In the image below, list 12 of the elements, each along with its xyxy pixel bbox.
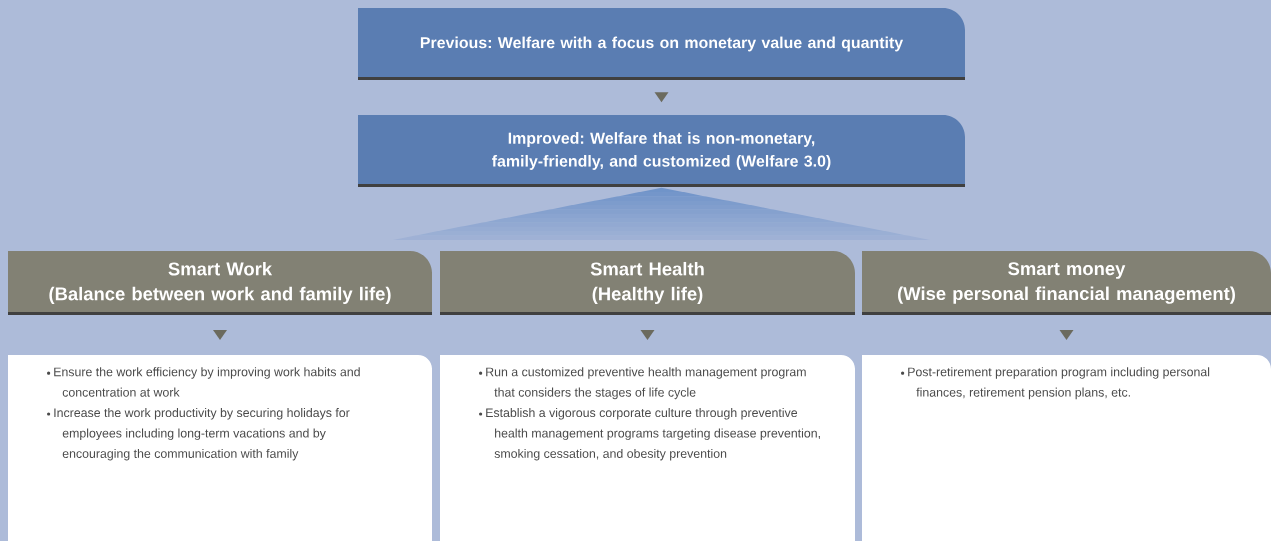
arrow: [654, 92, 669, 103]
stage-box: Previous: Welfare with a focus on monetary value and quantity: [358, 8, 965, 80]
arrow: [1059, 330, 1074, 340]
bullet-list-box: Post-retirement preparation program including personal finances, retirement pension plans, etc.: [862, 355, 1271, 541]
bullet-list-box: Ensure the work efficiency by improving work habits and concentration at work Increase the work productivity by securing holidays for employees including long-term vacations and by encouraging the communication with family: [8, 355, 432, 541]
stage-box: Improved: Welfare that is non-monetary, family-friendly, and customized (Welfare 3.0): [358, 115, 965, 187]
arrow: [640, 330, 655, 340]
bullet-list-box: Run a customized preventive health management program that considers the stages of life cycle Establish a vigorous corporate culture through preventive health management programs targeting disease prevention, smoking cessation, and obesity prevention: [440, 355, 855, 541]
arrow: [213, 330, 227, 340]
category-box: Smart Work (Balance between work and family life): [8, 251, 432, 315]
category-box: Smart money (Wise personal financial management): [862, 251, 1271, 315]
category-box: Smart Health (Healthy life): [440, 251, 855, 315]
